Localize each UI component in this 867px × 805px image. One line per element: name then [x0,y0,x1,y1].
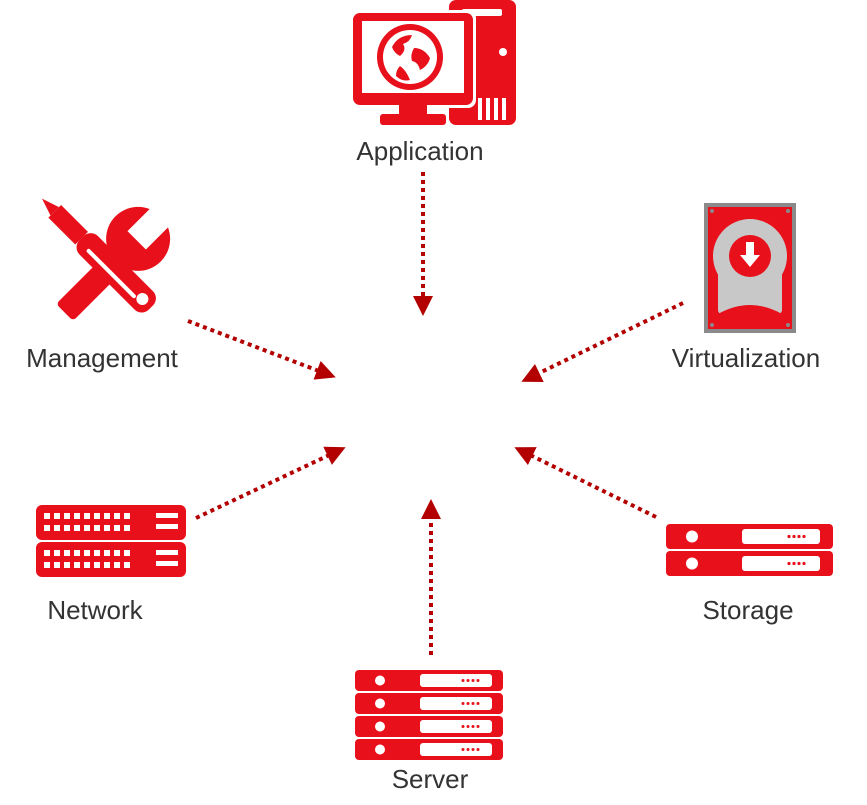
arrow-virtualization [521,301,684,382]
server-rack-icon [355,670,503,760]
wrench-screwdriver-icon [41,198,175,320]
node-label-virtualization: Virtualization [671,343,821,373]
arrow-network [195,446,346,520]
node-label-network: Network [47,595,143,625]
network-switch-icon [36,505,186,577]
node-label-storage: Storage [702,595,794,625]
node-label-server: Server [391,764,469,794]
arrow-management [187,319,336,380]
storage-server-icon [666,524,833,576]
desktop-computer-globe-icon [350,0,516,125]
arrows [187,172,684,655]
hard-drive-download-icon [704,203,796,333]
arrow-storage [514,447,657,519]
node-label-application: Application [356,136,484,166]
node-label-management: Management [26,343,178,373]
